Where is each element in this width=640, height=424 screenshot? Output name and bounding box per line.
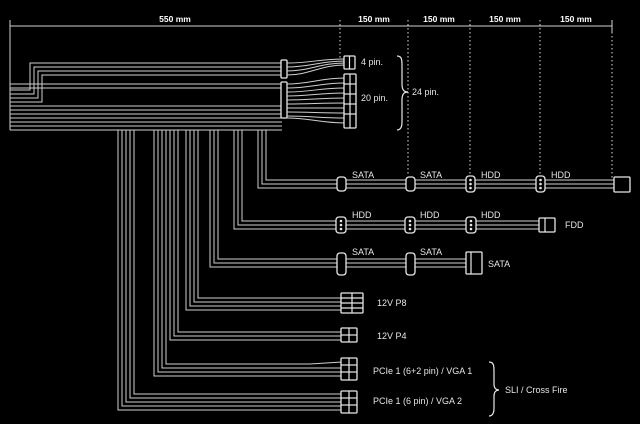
- sli-brace: [488, 361, 500, 417]
- sli-label: SLI / Cross Fire: [505, 385, 568, 395]
- main-bundle: [10, 58, 346, 131]
- p4-label: 12V P4: [377, 331, 407, 341]
- atx-20pin-connector: [343, 73, 357, 129]
- segment-length-label: 150 mm: [489, 14, 521, 24]
- cable3-connector-label: SATA: [420, 247, 442, 257]
- sata-end-label: SATA: [488, 259, 510, 269]
- cable1: [336, 175, 631, 193]
- cable1-connector-label: HDD: [481, 170, 501, 180]
- sata-connector: [336, 252, 347, 276]
- sata-end-connector: [465, 251, 483, 275]
- cable1-connector-label: HDD: [551, 170, 571, 180]
- cable3-connector-label: SATA: [352, 247, 374, 257]
- sata-connector: [336, 176, 347, 192]
- atx-4pin-connector: [343, 55, 356, 70]
- p8-label: 12V P8: [377, 298, 407, 308]
- cable3: [336, 251, 483, 276]
- p8-connector: [340, 292, 364, 314]
- cable1-connector-label: SATA: [420, 170, 442, 180]
- cable2-connector-label: HDD: [420, 210, 440, 220]
- atx-brace: [396, 55, 409, 131]
- dimension-lines: [9, 20, 613, 180]
- fdd-label: FDD: [565, 220, 584, 230]
- branch-wires: [117, 130, 620, 411]
- sata-connector: [405, 176, 416, 192]
- segment-length-label: 150 mm: [423, 14, 455, 24]
- pcie1-label: PCIe 1 (6+2 pin) / VGA 1: [373, 366, 472, 376]
- pcie1-connector: [340, 357, 358, 381]
- cable2-connector-label: HDD: [352, 210, 372, 220]
- pcie2-label: PCIe 1 (6 pin) / VGA 2: [373, 396, 462, 406]
- fdd-end-connector: [613, 176, 631, 193]
- segment-length-label: 150 mm: [358, 14, 390, 24]
- atx-4pin-label: 4 pin.: [361, 57, 383, 67]
- fdd-connector: [538, 217, 556, 233]
- atx-20pin-label: 20 pin.: [361, 93, 388, 103]
- sata-connector: [405, 252, 416, 276]
- cable2-connector-label: HDD: [481, 210, 501, 220]
- cable2: [335, 216, 556, 234]
- pcie2-connector: [340, 390, 358, 414]
- atx-24pin-label: 24 pin.: [412, 87, 439, 97]
- p4-connector: [340, 327, 358, 343]
- segment-length-label: 150 mm: [560, 14, 592, 24]
- cable1-connector-label: SATA: [352, 170, 374, 180]
- main-length-label: 550 mm: [159, 14, 191, 24]
